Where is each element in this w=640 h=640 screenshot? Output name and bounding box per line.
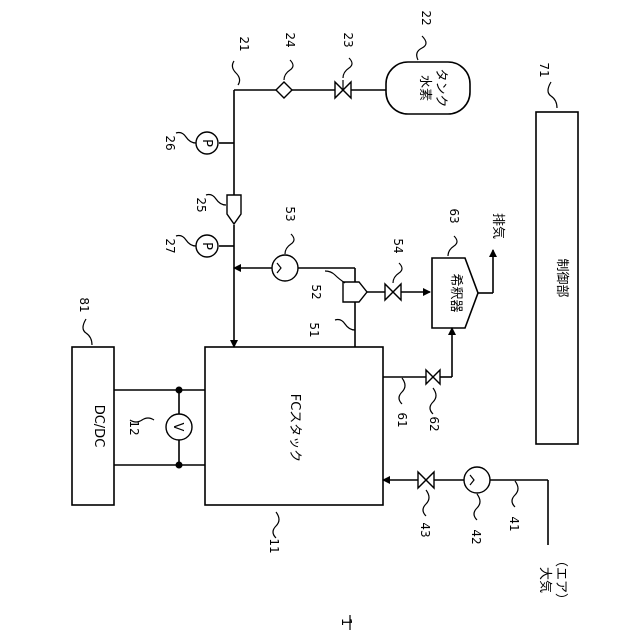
ref-22: 22 [419, 10, 433, 25]
ref-24: 24 [283, 32, 297, 47]
ref-27: 27 [163, 238, 177, 253]
ref-71: 71 [537, 62, 551, 77]
junction-dot [176, 462, 183, 469]
recirculation-line [234, 268, 355, 347]
voltmeter-symbol: V [170, 423, 185, 432]
pressure-regulating-valve-62 [426, 370, 440, 384]
shutoff-valve-23 [335, 80, 351, 98]
controller-label: 制御部 [554, 258, 569, 297]
ref-53: 53 [283, 206, 297, 221]
pressure-sensor-27-symbol: P [199, 242, 214, 250]
ref-23: 23 [341, 32, 355, 47]
ref-54: 54 [391, 238, 405, 253]
compressor-42 [464, 467, 490, 493]
separator-52 [343, 282, 367, 302]
cathode-exhaust-line [383, 328, 452, 377]
purge-valve-54 [385, 284, 401, 300]
figure-number: 1 [338, 618, 353, 626]
ref-11: 11 [267, 538, 281, 553]
exhaust-label: 排気 [490, 213, 506, 239]
ref-52: 52 [309, 284, 323, 299]
air-supply-line [383, 480, 548, 545]
shutoff-valve-43 [418, 472, 434, 488]
hydrogen-pump-53 [272, 255, 298, 281]
hydrogen-supply-line [219, 90, 386, 347]
diluter-label: 希釈器 [448, 273, 463, 312]
injector-25 [227, 195, 241, 224]
ref-12: 12 [127, 420, 141, 435]
ref-25: 25 [194, 197, 208, 212]
ref-62: 62 [427, 416, 441, 431]
atmosphere-label-2: （エア） [553, 554, 568, 606]
regulator-24 [276, 82, 292, 98]
ref-61: 61 [395, 412, 409, 427]
junction-dot [176, 387, 183, 394]
ref-41: 41 [507, 516, 521, 531]
hydrogen-tank-label-2: タンク [433, 68, 448, 107]
ref-26: 26 [163, 135, 177, 150]
ref-43: 43 [418, 522, 432, 537]
ref-81: 81 [77, 297, 91, 312]
ref-21: 21 [237, 36, 251, 51]
hydrogen-tank-label-1: 水素 [417, 75, 432, 101]
dcdc-label: DC/DC [91, 405, 106, 448]
pressure-sensor-26-symbol: P [199, 139, 214, 147]
atmosphere-label-1: 大気 [537, 567, 553, 593]
ref-42: 42 [469, 529, 483, 544]
ref-51: 51 [307, 322, 321, 337]
ref-63: 63 [447, 208, 461, 223]
fc-stack-label: FCスタック [287, 394, 302, 463]
